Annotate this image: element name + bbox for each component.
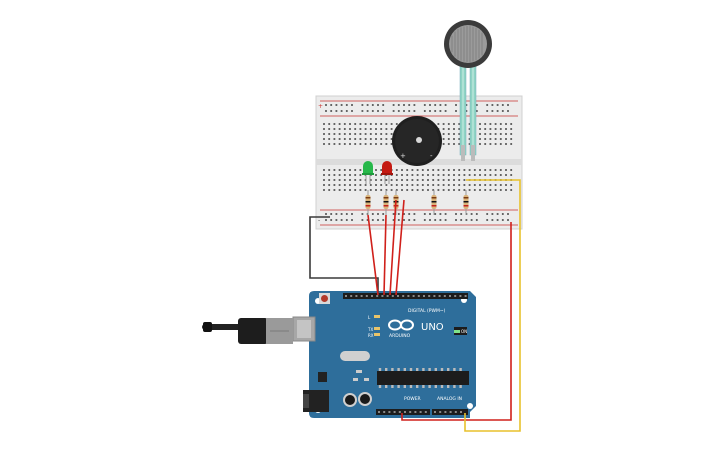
- wire-red-led-red[interactable]: [383, 214, 387, 296]
- wire-black-gnd[interactable]: [309, 216, 379, 295]
- rail-plus-label: +: [318, 103, 323, 110]
- resistor-4[interactable]: [431, 190, 437, 215]
- piezo-buzzer[interactable]: + -: [392, 116, 442, 166]
- led-l-label: L: [368, 315, 371, 320]
- digital-header[interactable]: [343, 293, 468, 299]
- led-green[interactable]: [362, 161, 374, 184]
- arduino-logo: ARDUINO UNO: [388, 319, 444, 339]
- rail-minus-label: -: [318, 217, 320, 224]
- force-sensitive-resistor[interactable]: [444, 20, 492, 161]
- buzzer-minus-label: -: [430, 152, 433, 160]
- resistor-5[interactable]: [463, 190, 469, 215]
- usb-cable[interactable]: [202, 318, 293, 344]
- wire-red-5v[interactable]: [401, 222, 512, 421]
- power-jack: [303, 390, 329, 412]
- wire-yellow-analog[interactable]: [464, 179, 521, 432]
- arduino-model-label: UNO: [421, 322, 444, 333]
- buzzer-plus-label: +: [400, 152, 406, 160]
- led-red[interactable]: [381, 161, 393, 184]
- wire-red-buzzer[interactable]: [389, 199, 397, 296]
- led-tx-label: TX: [367, 327, 373, 332]
- wire-red-buzzer-2[interactable]: [395, 199, 405, 296]
- wire-red-led-green[interactable]: [367, 214, 379, 296]
- resistor-2[interactable]: [383, 190, 389, 215]
- power-header-label: POWER: [404, 396, 421, 402]
- arduino-brand-label: ARDUINO: [389, 333, 411, 339]
- digital-header-label: DIGITAL (PWM~): [408, 308, 446, 314]
- resistor-1[interactable]: [365, 190, 371, 215]
- microcontroller-chip: [377, 371, 469, 385]
- power-header[interactable]: [376, 409, 430, 415]
- led-on-label: ON: [461, 329, 467, 334]
- led-rx-label: RX: [368, 333, 374, 338]
- analog-header-label: ANALOG IN: [437, 396, 462, 402]
- arduino-uno-board[interactable]: DIGITAL (PWM~) POWER ANALOG IN ON L TX R…: [292, 291, 476, 418]
